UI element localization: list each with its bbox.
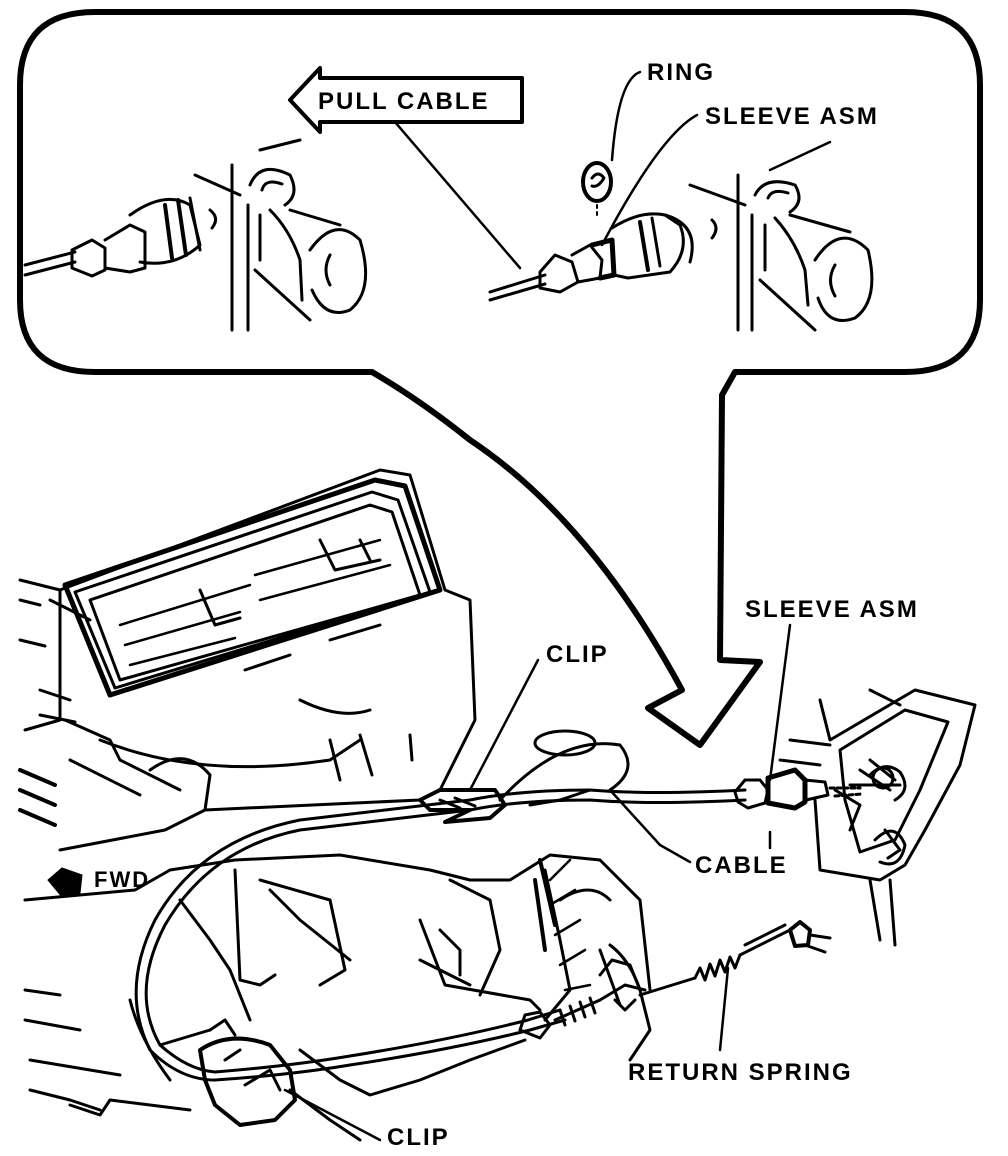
- detail-callout: [17, 9, 983, 748]
- ring-label: RING: [647, 59, 715, 86]
- fwd-label: FWD: [94, 867, 150, 892]
- shift-bracket: [778, 688, 977, 947]
- pull-cable-leader: [393, 120, 522, 270]
- return-spring-part: [638, 920, 832, 997]
- sleeve-asm-top-label: SLEEVE ASM: [705, 103, 879, 130]
- clip-top-leader: [468, 658, 540, 792]
- ring-part: [581, 161, 613, 216]
- cable-label: CABLE: [695, 852, 788, 879]
- detail-left-connector: [23, 138, 368, 332]
- fwd-indicator: FWD: [47, 867, 150, 898]
- ring-leader: [610, 70, 642, 162]
- sleeve-asm-top-leader: [600, 113, 699, 247]
- callout-bubble-outline: [17, 9, 983, 748]
- transmission-case: [23, 853, 652, 1142]
- cable-end-fitting: [733, 765, 907, 811]
- pull-cable-arrow-outline: [288, 66, 524, 134]
- cable-route: [134, 729, 747, 1082]
- ring-icon: [581, 161, 613, 203]
- detail-right-connector: [488, 173, 874, 332]
- return-spring-leader: [718, 966, 730, 1052]
- upper-housing: [18, 468, 477, 852]
- pull-cable-label: PULL CABLE: [318, 88, 490, 115]
- linkage: [518, 958, 647, 1040]
- sleeve-asm-main-leader: [768, 623, 792, 782]
- clip-top-label: CLIP: [546, 641, 609, 668]
- fwd-arrow-icon: [47, 867, 83, 898]
- return-spring-label: RETURN SPRING: [628, 1059, 853, 1086]
- clip-bottom-leader: [283, 1088, 382, 1142]
- pull-cable-arrow: PULL CABLE: [288, 66, 524, 134]
- sleeve-asm-main-label: SLEEVE ASM: [745, 596, 919, 623]
- clip-bottom-label: CLIP: [387, 1124, 450, 1151]
- cable-leader: [608, 788, 692, 864]
